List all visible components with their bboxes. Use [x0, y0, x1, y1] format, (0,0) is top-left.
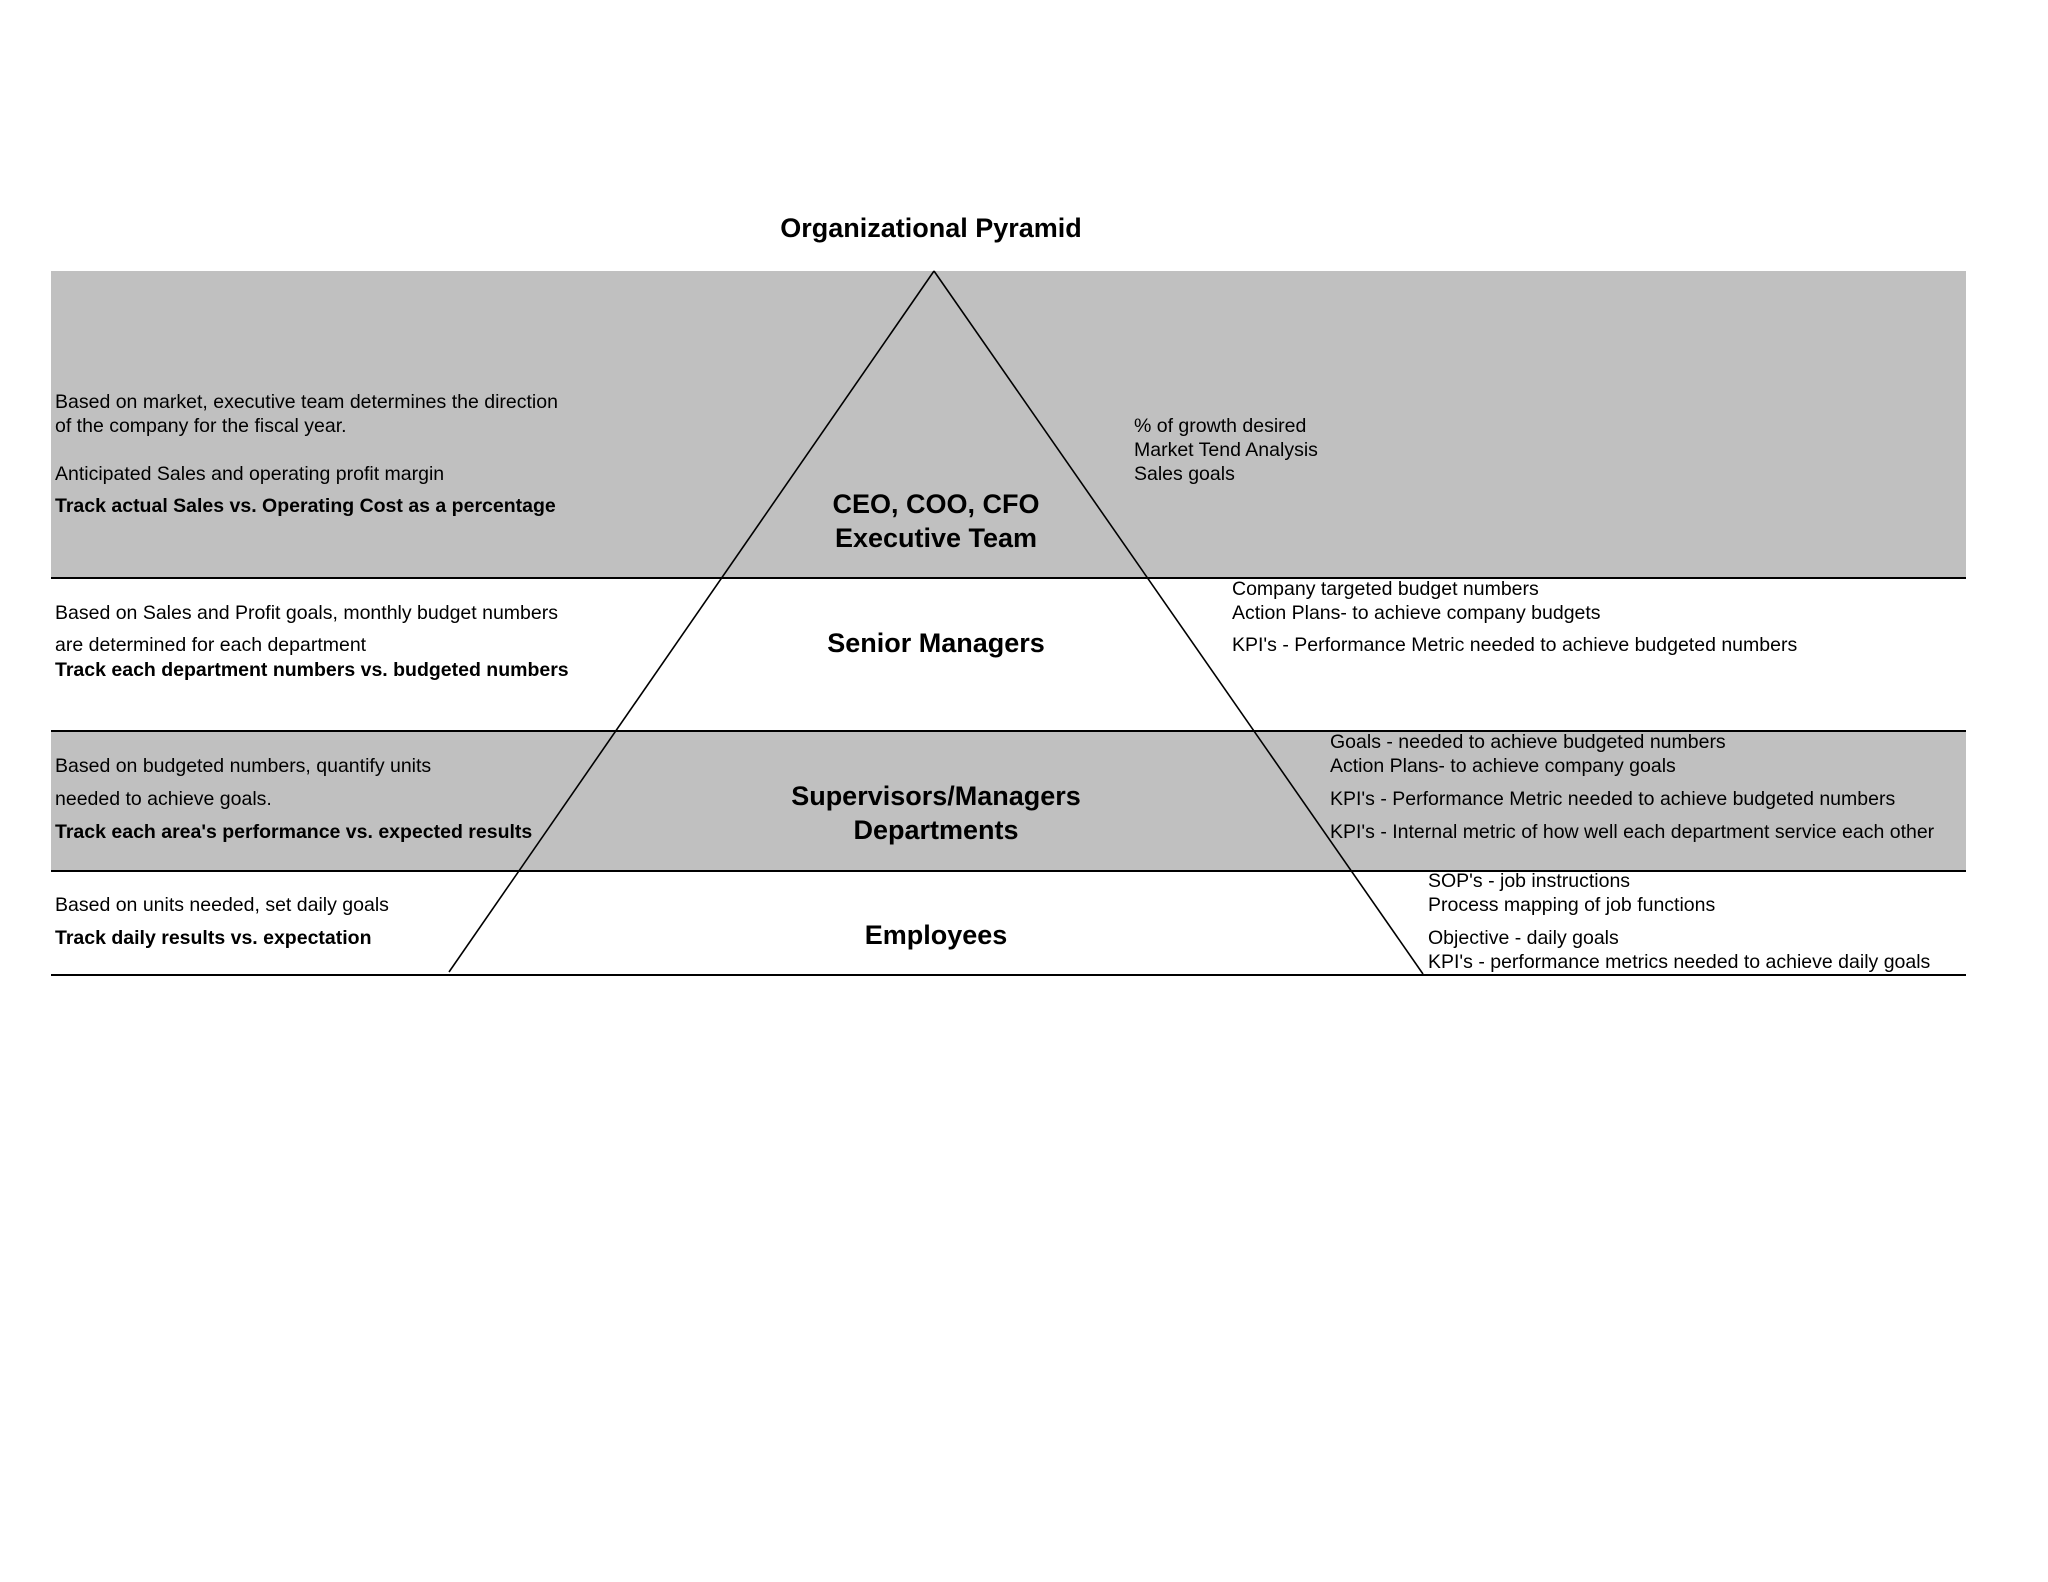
level-1-right-text: Market Tend Analysis	[1134, 439, 1318, 461]
level-1-tracking-text: Track actual Sales vs. Operating Cost as…	[55, 495, 556, 517]
level-4-left-text: Based on units needed, set daily goals	[55, 894, 389, 916]
level-1-left-text: of the company for the fiscal year.	[55, 415, 347, 437]
divider-line	[51, 577, 1966, 579]
level-3-right-text: KPI's - Performance Metric needed to ach…	[1330, 788, 1896, 810]
level-2-tracking-text: Track each department numbers vs. budget…	[55, 659, 569, 681]
level-3-label: Departments	[853, 815, 1019, 845]
level-1-right-text: % of growth desired	[1134, 415, 1307, 437]
level-3-right-text: KPI's - Internal metric of how well each…	[1330, 821, 1935, 843]
level-4-tracking-text: Track daily results vs. expectation	[55, 927, 372, 949]
level-3-tracking-text: Track each area's performance vs. expect…	[55, 821, 533, 843]
level-4-label: Employees	[864, 920, 1008, 950]
page-title: Organizational Pyramid	[780, 213, 1082, 243]
level-2-right-text: Action Plans- to achieve company budgets	[1232, 602, 1601, 624]
level-3-left-text: Based on budgeted numbers, quantify unit…	[55, 755, 432, 777]
divider-line	[51, 974, 1966, 976]
level-1-left-text: Based on market, executive team determin…	[55, 391, 558, 413]
level-2-left-text: are determined for each department	[55, 634, 367, 656]
level-4-right-text: Process mapping of job functions	[1428, 894, 1716, 916]
level-1-right-text: Sales goals	[1134, 463, 1235, 485]
level-1-label: Executive Team	[834, 523, 1038, 553]
level-2-right-text: KPI's - Performance Metric needed to ach…	[1232, 634, 1798, 656]
level-4-right-text: KPI's - performance metrics needed to ac…	[1428, 951, 1931, 973]
level-2-left-text: Based on Sales and Profit goals, monthly…	[55, 602, 558, 624]
level-4-right-text: Objective - daily goals	[1428, 927, 1619, 949]
divider-line	[51, 870, 1966, 872]
level-3-right-text: Goals - needed to achieve budgeted numbe…	[1330, 731, 1726, 753]
level-3-right-text: Action Plans- to achieve company goals	[1330, 755, 1676, 777]
level-3-left-text: needed to achieve goals.	[55, 788, 272, 810]
level-1-label: CEO, COO, CFO	[832, 489, 1040, 519]
level-4-right-text: SOP's - job instructions	[1428, 870, 1631, 892]
level-3-label: Supervisors/Managers	[791, 781, 1081, 811]
level-2-right-text: Company targeted budget numbers	[1232, 578, 1539, 600]
level-2-label: Senior Managers	[827, 628, 1045, 658]
level-1-left-text: Anticipated Sales and operating profit m…	[55, 463, 445, 485]
